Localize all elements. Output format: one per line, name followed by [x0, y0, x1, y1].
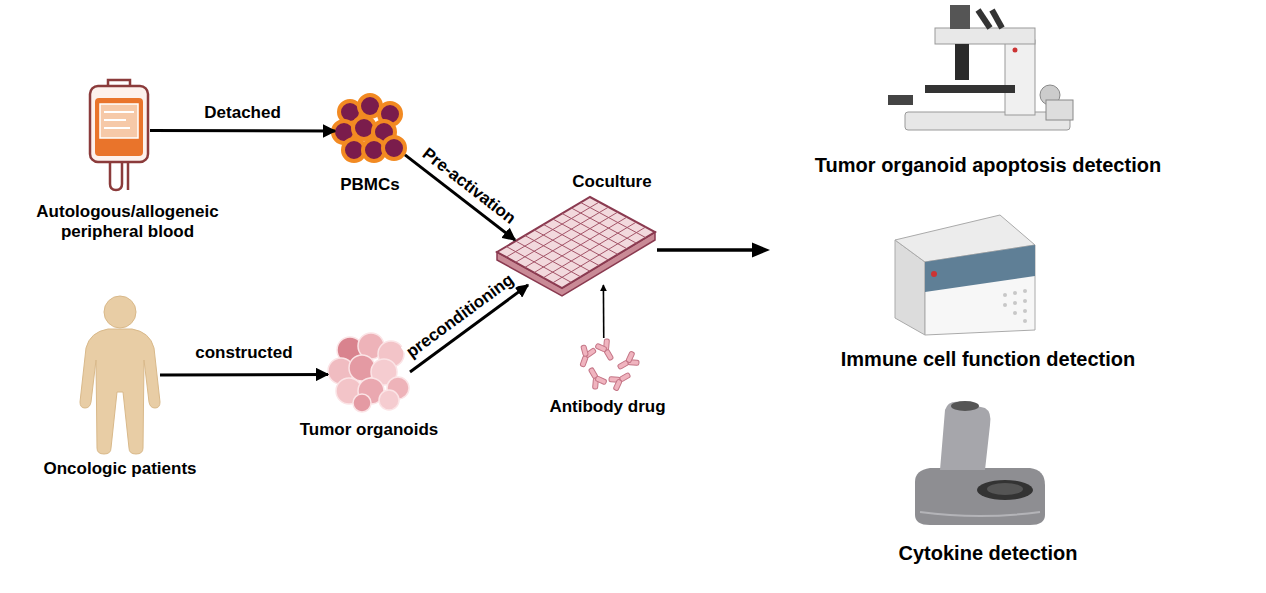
antibody-node: Antibody drug — [570, 338, 645, 392]
edge-label: Detached — [202, 103, 283, 123]
microscope-icon — [888, 5, 1073, 130]
node-label: Cytokine detection — [899, 541, 1078, 565]
node-label: PBMCs — [340, 175, 400, 195]
instrument-node: Immune cell function detection — [890, 205, 1038, 335]
instrument-node: Tumor organoid apoptosis detection — [885, 5, 1075, 143]
coculture-plate: Coculture — [515, 210, 645, 285]
node-label: Immune cell function detection — [841, 347, 1135, 371]
blood-source: Autologous/allogeneic peripheral blood — [85, 80, 150, 192]
connector-arrow — [160, 373, 328, 377]
cytokine-analyzer-icon — [915, 401, 1045, 525]
node-label: Oncologic patients — [43, 459, 196, 479]
organoid-icon — [328, 333, 409, 412]
node-label: Autologous/allogeneic peripheral blood — [25, 202, 230, 243]
patient-figure — [80, 296, 160, 454]
instrument-node: Cytokine detection — [915, 400, 1045, 525]
node-label: Antibody drug — [549, 397, 665, 417]
patient-node: Oncologic patients — [80, 295, 160, 455]
connector-arrow — [603, 285, 605, 338]
edge-label: Pre-activation — [417, 142, 521, 229]
edge-label: preconditioning — [401, 269, 519, 363]
pbmc-cells-icon — [333, 95, 405, 161]
well-plate-icon — [497, 197, 655, 296]
connector-arrow — [150, 129, 335, 133]
node-label: Tumor organoid apoptosis detection — [815, 153, 1161, 177]
node-label: Tumor organoids — [300, 420, 439, 440]
node-label: Coculture — [572, 172, 651, 192]
flow-cytometer-icon — [895, 215, 1035, 335]
blood-bag-icon — [90, 80, 148, 190]
organoid-node: Tumor organoids — [328, 332, 410, 412]
cell-node: PBMCs — [335, 95, 405, 163]
flow-arrow — [657, 243, 770, 258]
edge-label: constructed — [193, 343, 294, 363]
antibody-icon — [574, 337, 641, 393]
